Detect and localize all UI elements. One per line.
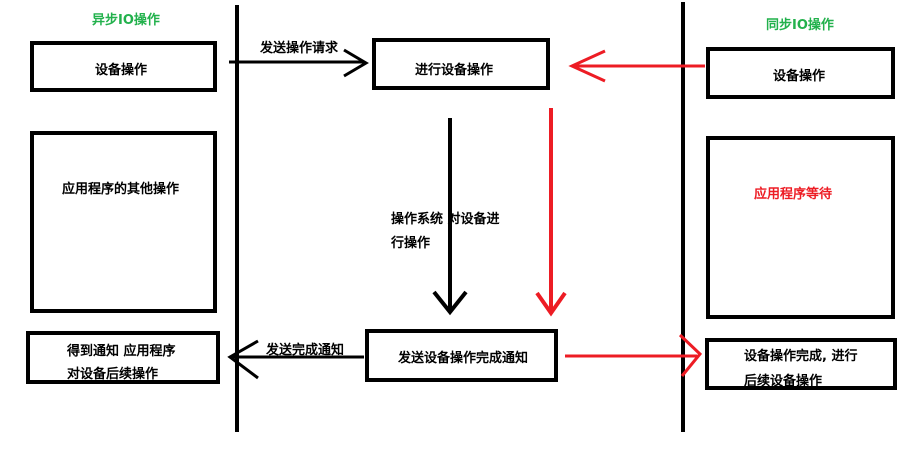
center-os-note-2: 行操作 [391, 236, 431, 251]
async-io-header: 异步IO操作 [92, 13, 160, 28]
left-device-op-label: 设备操作 [95, 63, 148, 78]
send-request-label: 发送操作请求 [260, 41, 339, 56]
center-send-complete-box [365, 329, 558, 382]
center-send-complete-label: 发送设备操作完成通知 [398, 351, 529, 366]
sync-io-header: 同步IO操作 [766, 18, 834, 33]
right-done-box [705, 338, 897, 390]
right-done-label-1: 设备操作完成, 进行 [744, 349, 858, 364]
left-notified-box [26, 331, 220, 384]
send-request-arrow [229, 48, 369, 78]
right-device-op-box [706, 47, 895, 99]
left-notified-label-1: 得到通知 应用程序 [67, 344, 176, 359]
center-doing-op-box [372, 38, 550, 90]
right-done-label-2: 后续设备操作 [744, 374, 823, 389]
sync-request-arrow [568, 49, 705, 83]
send-done-notice-label: 发送完成通知 [266, 343, 345, 358]
os-operation-arrow [432, 118, 468, 316]
send-done-notice-arrow [227, 339, 364, 380]
sync-wait-arrow [535, 108, 567, 317]
right-app-waiting-label: 应用程序等待 [754, 187, 833, 202]
right-device-op-label: 设备操作 [773, 69, 826, 84]
center-doing-op-label: 进行设备操作 [415, 63, 494, 78]
left-other-ops-label: 应用程序的其他操作 [62, 182, 180, 197]
sync-done-arrow [565, 333, 703, 377]
left-other-ops-box [30, 131, 217, 313]
left-notified-label-2: 对设备后续操作 [67, 367, 159, 382]
left-device-op-box [30, 41, 217, 92]
center-os-note-1: 操作系统 对设备进 [391, 212, 500, 227]
right-app-waiting-box [706, 136, 895, 319]
